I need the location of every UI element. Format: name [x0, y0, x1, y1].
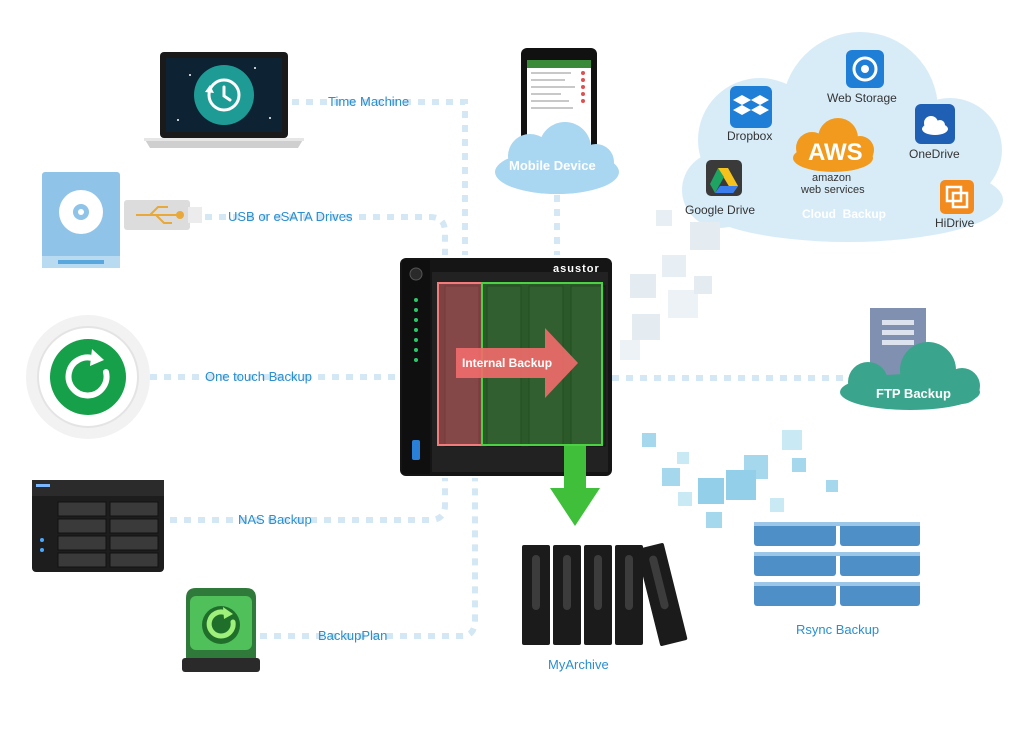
usb-plug-icon	[124, 200, 202, 230]
onedrive-label: OneDrive	[909, 147, 960, 161]
cloud-backup-label: Cloud Backup	[802, 207, 887, 221]
web-services-label: web services	[801, 184, 865, 196]
rsync-pixel-squares	[642, 430, 838, 528]
myarchive-trays-icon	[522, 543, 688, 646]
mobile-cloud-shape	[495, 122, 619, 194]
usb-esata-label: USB or eSATA Drives	[228, 209, 353, 224]
connector-time-machine	[292, 99, 468, 255]
myarchive-label: MyArchive	[548, 657, 609, 672]
google-drive-label: Google Drive	[685, 203, 756, 217]
internal-backup-label: Internal Backup	[462, 356, 553, 370]
connector-usb	[205, 214, 448, 255]
web-storage-icon	[846, 50, 884, 88]
external-drive-icon	[42, 172, 120, 268]
nas-device-left-icon	[32, 480, 164, 572]
hidrive-label: HiDrive	[935, 216, 975, 230]
archive-down-arrow	[550, 446, 600, 526]
ftp-backup-label: FTP Backup	[876, 386, 951, 401]
rsync-server-icon	[754, 522, 920, 606]
onedrive-icon	[915, 104, 955, 144]
web-storage-label: Web Storage	[827, 91, 897, 105]
nas-brand-logo: asustor	[553, 263, 600, 275]
one-touch-backup-label: One touch Backup	[205, 369, 312, 384]
time-machine-icon	[194, 65, 254, 125]
google-drive-icon	[706, 160, 742, 196]
dropbox-icon	[730, 86, 772, 128]
time-machine-label: Time Machine	[328, 94, 410, 109]
connector-backupplan	[260, 478, 478, 639]
connector-lines	[150, 99, 845, 639]
rsync-backup-label: Rsync Backup	[796, 622, 880, 637]
amazon-label: amazon	[812, 172, 852, 184]
ftp-cloud-shape	[840, 342, 980, 410]
aws-logo-text: AWS	[808, 139, 863, 166]
floating-cubes	[620, 210, 720, 360]
nas-main-device	[400, 258, 612, 476]
one-touch-backup-icon	[26, 315, 150, 439]
mobile-device-label: Mobile Device	[509, 158, 596, 173]
backupplan-icon	[182, 588, 260, 672]
connector-nas	[170, 478, 448, 523]
nas-backup-label: NAS Backup	[238, 512, 312, 527]
hidrive-icon	[940, 180, 974, 214]
backupplan-label: BackupPlan	[318, 628, 388, 643]
aws-cloud-icon	[793, 118, 874, 172]
dropbox-label: Dropbox	[727, 129, 773, 143]
internal-backup-arrow	[456, 328, 578, 398]
